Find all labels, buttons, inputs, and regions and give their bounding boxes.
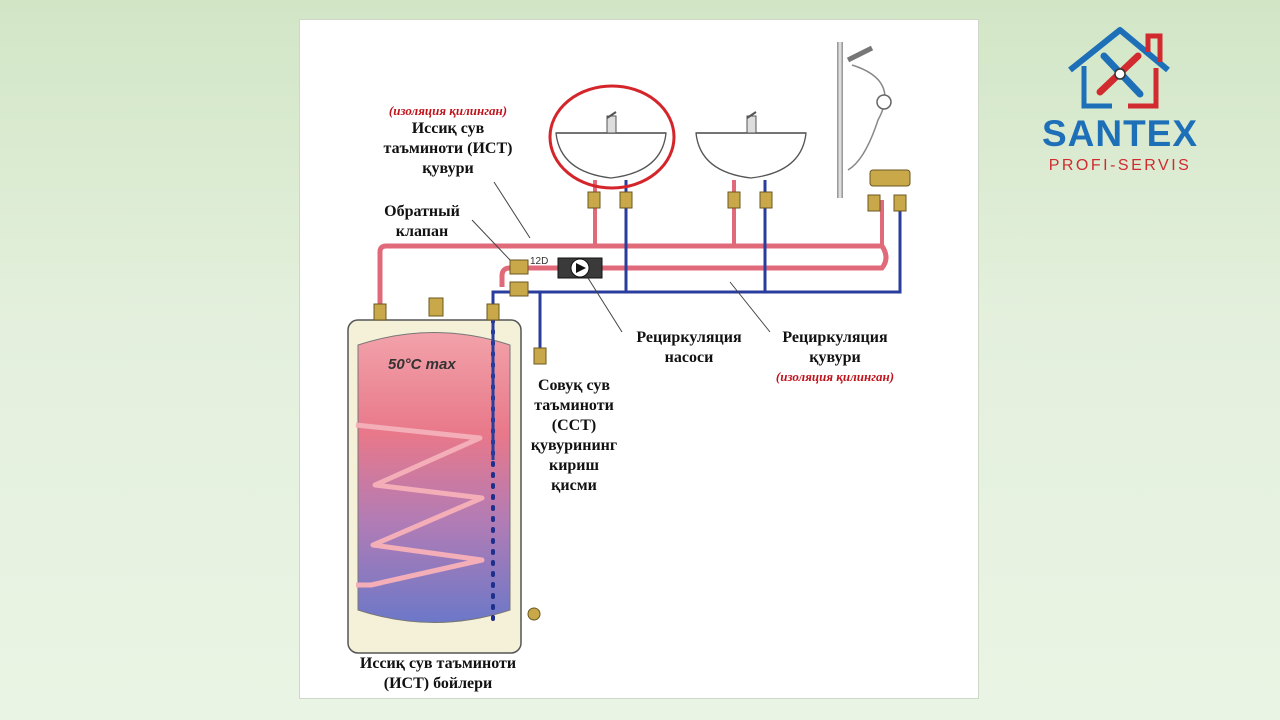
recirculation-pipe-label: Рециркуляция қувури (изоляция қилинган) [760, 328, 910, 385]
check-valve-label: Обратный клапан [384, 203, 460, 240]
hot-pipe-note: (изоляция қилинган) [388, 103, 508, 118]
valves [373, 191, 907, 621]
hot-supply-pipe [377, 243, 889, 315]
washbasin-2 [695, 111, 807, 179]
heating-coil [355, 422, 485, 588]
santex-logo: SANTEX PROFI-SERVIS [1030, 26, 1210, 186]
brand-name: SANTEX [1041, 113, 1199, 154]
highlight-circle [548, 84, 676, 190]
system-schematic: 50°C max 12D [347, 42, 911, 654]
house-tools-icon [1068, 27, 1170, 109]
brand-tagline: PROFI-SERVIS [1048, 157, 1192, 174]
recirculation-pipe [491, 200, 902, 315]
recirculation-pump-label: Рециркуляция насоси [636, 329, 742, 366]
washbasin-1 [555, 111, 667, 179]
boiler-label: Иссиқ сув таъминоти (ИСТ) бойлери [359, 655, 517, 692]
recirculation-pump [557, 257, 603, 279]
pump-mark: 12D [530, 256, 548, 267]
check-valves [509, 259, 529, 297]
pointer-lines [471, 181, 771, 333]
recirculation-pipe-note: (изоляция қилинган) [775, 369, 895, 384]
cold-inlet-label: Совуқ сув таъминоти (ССТ) қувурининг кир… [530, 377, 618, 494]
hot-pipe-label: (изоляция қилинган) Иссиқ сув таъминоти … [358, 102, 538, 179]
temperature-label: 50°C max [388, 356, 456, 373]
shower-set [837, 42, 911, 198]
diagram-panel: 50°C max 12D (изоляция қилинган) Иссиқ с… [300, 20, 978, 698]
